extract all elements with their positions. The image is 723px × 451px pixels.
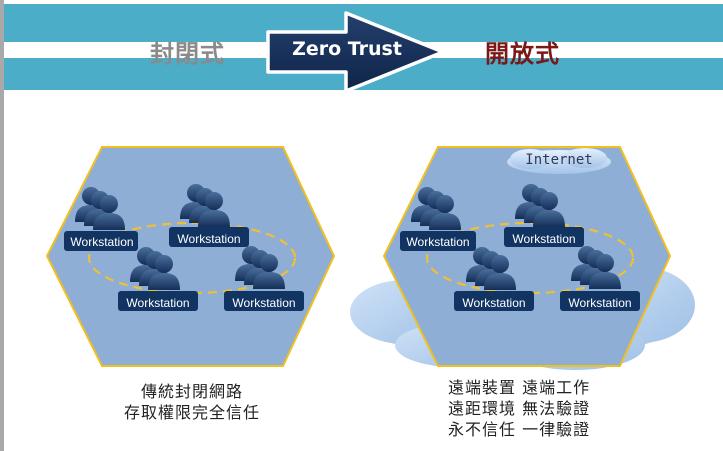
workstation-label: Workstation xyxy=(568,296,631,310)
open-network-ring xyxy=(425,221,635,295)
closed-network-hexagon xyxy=(45,146,336,367)
workstation-icon xyxy=(169,184,249,247)
open-network-hexagon xyxy=(382,146,672,367)
caption-line: 永不信任 一律驗證 xyxy=(448,420,591,439)
workstation-icon xyxy=(224,246,304,311)
workstation-icon xyxy=(454,247,534,311)
workstation-label: Workstation xyxy=(232,296,295,310)
caption-line: 傳統封閉網路 xyxy=(140,382,243,401)
zero-trust-arrow xyxy=(266,11,445,93)
workstation-label: Workstation xyxy=(462,296,525,310)
workstation-label: Workstation xyxy=(70,235,133,249)
open-network-caption: 遠端裝置 遠端工作 遠距環境 無法驗證 永不信任 一律驗證 xyxy=(448,377,638,440)
workstation-icon xyxy=(118,247,198,311)
zero-trust-label: Zero Trust xyxy=(292,38,402,60)
caption-line: 遠距環境 無法驗證 xyxy=(448,399,591,418)
workstation-icon xyxy=(400,187,476,251)
workstation-label: Workstation xyxy=(512,232,575,246)
workstation-label: Workstation xyxy=(406,235,469,249)
internet-label: Internet xyxy=(525,152,593,168)
slide-left-edge xyxy=(0,0,4,451)
workstation-label: Workstation xyxy=(126,296,189,310)
workstation-icon xyxy=(64,187,138,251)
closed-network-title: 封閉式 xyxy=(150,39,225,68)
workstation-icon xyxy=(504,184,584,247)
closed-network-caption: 傳統封閉網路 存取權限完全信任 xyxy=(112,381,272,423)
workstation-label: Workstation xyxy=(177,232,240,246)
internet-cloud xyxy=(507,148,611,174)
open-network-title: 開放式 xyxy=(485,39,560,68)
workstation-icon xyxy=(560,246,640,311)
caption-line: 存取權限完全信任 xyxy=(123,403,260,422)
caption-line: 遠端裝置 遠端工作 xyxy=(448,378,591,397)
closed-network-ring xyxy=(87,221,297,295)
